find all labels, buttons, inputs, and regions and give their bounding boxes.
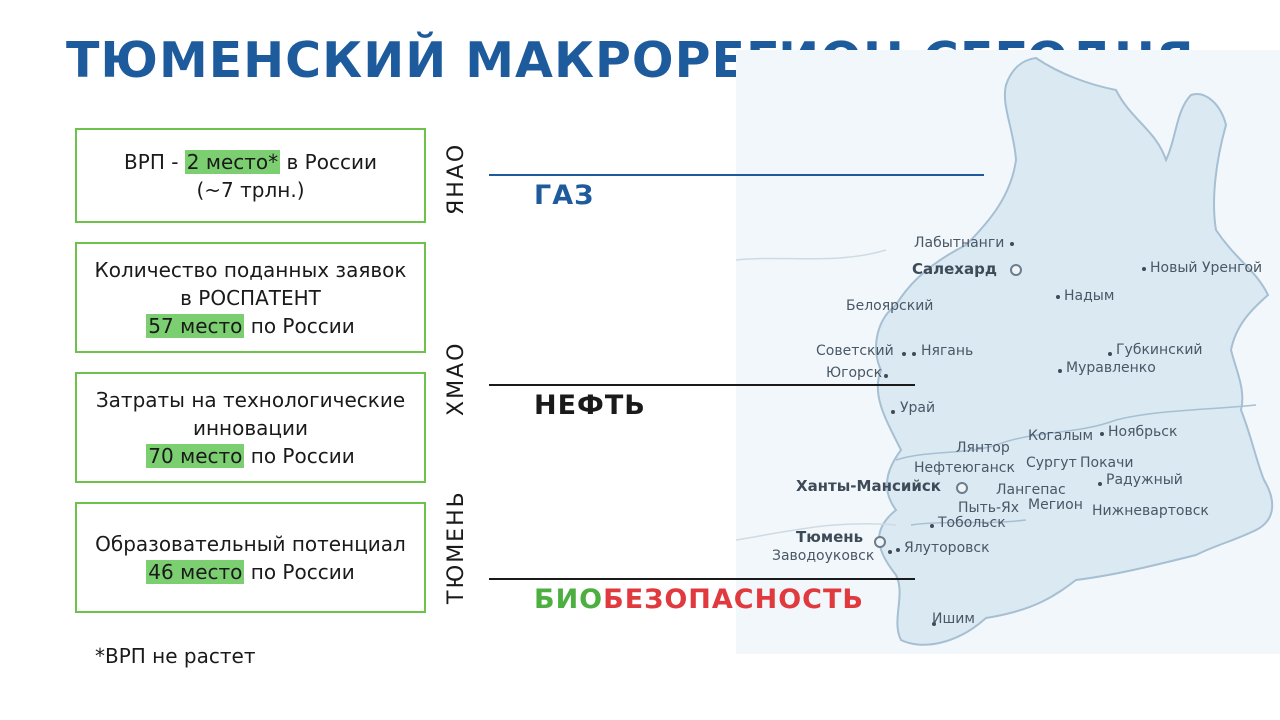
resource-bio-part: БИО: [534, 584, 604, 615]
city-dot: [1108, 352, 1112, 356]
city-dot: [930, 524, 934, 528]
connector-line-oil: [489, 384, 915, 386]
city-dot: [888, 550, 892, 554]
city-dot: [884, 374, 888, 378]
city-tobolsk: Тобольск: [938, 515, 1006, 531]
city-megion: Мегион: [1028, 497, 1083, 513]
card-education-line2: 46 место по России: [146, 558, 355, 586]
city-novy-urengoy: Новый Уренгой: [1150, 260, 1263, 276]
city-dot: [932, 622, 936, 626]
rank-highlight: 57 место: [146, 313, 245, 338]
city-salekhard: Салехард: [912, 260, 997, 278]
city-dot: [902, 352, 906, 356]
city-pokachi: Покачи: [1080, 455, 1134, 471]
city-beloyarsky: Белоярский: [846, 298, 934, 314]
card-patents: Количество поданных заявок в РОСПАТЕНТ 5…: [75, 242, 426, 353]
card-patents-line3: 57 место по России: [146, 312, 355, 340]
region-map: Лабытнанги Салехард Новый Уренгой Надым …: [736, 50, 1280, 654]
city-ring: [874, 536, 886, 548]
city-khanty-mansiysk: Ханты-Мансийск: [796, 477, 941, 495]
city-sovetsky: Советский: [816, 343, 894, 359]
card-innovation: Затраты на технологические инновации 70 …: [75, 372, 426, 483]
resource-biosafety: БИОБЕЗОПАСНОСТЬ: [534, 584, 864, 615]
card-text: в России: [280, 149, 377, 174]
city-dot: [891, 410, 895, 414]
city-yugorsk: Югорск: [826, 365, 883, 381]
city-dot: [1058, 369, 1062, 373]
card-education: Образовательный потенциал 46 место по Ро…: [75, 502, 426, 613]
city-gubkinsky: Губкинский: [1116, 342, 1203, 358]
resource-gas: ГАЗ: [534, 180, 595, 211]
city-lyantor: Лянтор: [956, 440, 1010, 456]
region-label-yanao: ЯНАО: [444, 142, 469, 215]
resource-oil: НЕФТЬ: [534, 390, 646, 421]
card-innovation-line1: Затраты на технологические: [95, 387, 406, 412]
connector-line-bio: [489, 578, 915, 580]
card-text: по России: [244, 313, 355, 338]
card-innovation-line3: 70 место по России: [146, 442, 355, 470]
city-surgut: Сургут: [1026, 455, 1077, 471]
city-dot: [1142, 267, 1146, 271]
city-yalutorovsk: Ялуторовск: [904, 540, 990, 556]
rank-highlight: 46 место: [146, 559, 245, 584]
city-uray: Урай: [900, 400, 936, 416]
city-pyt-yakh: Пыть-Ях: [958, 500, 1020, 516]
rank-highlight: 70 место: [146, 443, 245, 468]
card-grp-line1: ВРП - 2 место* в России: [124, 148, 377, 176]
rank-highlight: 2 место*: [184, 149, 281, 174]
city-ring: [956, 482, 968, 494]
city-nyagan: Нягань: [921, 343, 974, 359]
city-dot: [1056, 295, 1060, 299]
city-dot: [896, 548, 900, 552]
city-dot: [1010, 242, 1014, 246]
city-dot: [1098, 482, 1102, 486]
card-patents-line1: Количество поданных заявок: [94, 257, 407, 282]
city-dot: [912, 352, 916, 356]
city-nefteyugansk: Нефтеюганск: [914, 460, 1015, 476]
city-ishim: Ишим: [932, 611, 975, 627]
city-ring: [1010, 264, 1022, 276]
card-education-line1: Образовательный потенциал: [95, 531, 406, 556]
card-text: ВРП -: [124, 149, 185, 174]
city-dot: [1100, 432, 1104, 436]
card-innovation-line2: инновации: [192, 415, 309, 440]
region-label-khmao: ХМАО: [444, 341, 469, 416]
city-nizhnevartovsk: Нижневартовск: [1092, 503, 1209, 519]
city-zavodoukovsk: Заводоуковск: [772, 548, 875, 564]
map-graphic: [736, 50, 1280, 654]
connector-line-gas: [489, 174, 984, 176]
city-noyabrsk: Ноябрьск: [1108, 424, 1178, 440]
city-labytnangi: Лабытнанги: [914, 235, 1005, 251]
city-raduzhny: Радужный: [1106, 472, 1183, 488]
card-text: по России: [244, 443, 355, 468]
city-tyumen: Тюмень: [796, 528, 864, 546]
city-muravlenko: Муравленко: [1066, 360, 1156, 376]
card-grp: ВРП - 2 место* в России (~7 трлн.): [75, 128, 426, 223]
city-langepas: Лангепас: [996, 482, 1066, 498]
city-nadym: Надым: [1064, 288, 1115, 304]
footnote: *ВРП не растет: [95, 644, 256, 668]
city-kogalym: Когалым: [1028, 428, 1094, 444]
resource-safety-part: БЕЗОПАСНОСТЬ: [603, 584, 864, 615]
region-label-tyumen: ТЮМЕНЬ: [444, 490, 469, 604]
card-grp-line2: (~7 трлн.): [196, 177, 305, 202]
card-patents-line2: в РОСПАТЕНТ: [180, 285, 321, 310]
card-text: по России: [244, 559, 355, 584]
